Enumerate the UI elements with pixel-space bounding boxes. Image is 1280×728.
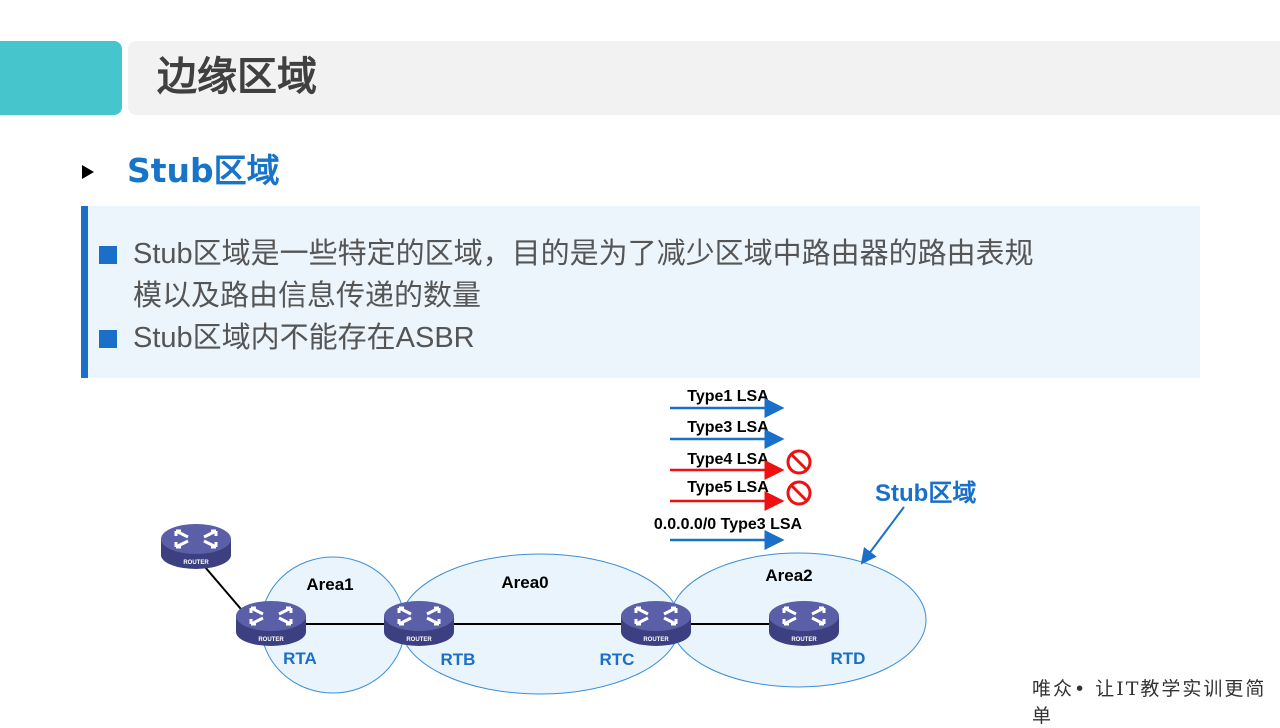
router-icon: ROUTER (384, 601, 454, 646)
blocked-icon (786, 449, 812, 475)
router-icon: ROUTER (161, 524, 231, 569)
stub-area-callout: Stub区域 (875, 480, 976, 507)
router-name: RTA (283, 649, 317, 668)
section-title: Stub区域 (127, 151, 280, 190)
title-bar: 边缘区域 (128, 41, 1280, 115)
lsa-item: Type4 LSA (670, 449, 812, 480)
bullet-triangle-icon (82, 165, 94, 179)
lsa-item: 0.0.0.0/0 Type3 LSA (654, 516, 803, 550)
router-icon: ROUTER (621, 601, 691, 646)
lsa-label: Type4 LSA (687, 451, 769, 468)
bullet-box: Stub区域是一些特定的区域，目的是为了减少区域中路由器的路由表规 模以及路由信… (81, 206, 1200, 378)
bullet-square-icon (99, 246, 117, 264)
bullet-text: Stub区域是一些特定的区域，目的是为了减少区域中路由器的路由表规 (133, 238, 1034, 270)
title-accent-block (0, 41, 122, 115)
page-title: 边缘区域 (157, 54, 317, 100)
router-icon-label: ROUTER (406, 637, 432, 643)
lsa-item: Type3 LSA (670, 419, 785, 449)
callout-arrow (860, 506, 905, 565)
router-name: RTC (600, 650, 635, 669)
area-label: Area0 (501, 573, 548, 592)
router-icon-label: ROUTER (183, 560, 209, 566)
lsa-label: Type5 LSA (687, 479, 769, 496)
router-name: RTD (831, 649, 866, 668)
lsa-item: Type1 LSA (670, 388, 785, 418)
blocked-icon (786, 480, 812, 506)
lsa-label: Type1 LSA (687, 388, 769, 405)
lsa-label: 0.0.0.0/0 Type3 LSA (654, 516, 803, 533)
router-icon: ROUTER (236, 601, 306, 646)
lsa-label: Type3 LSA (687, 419, 769, 436)
lsa-item: Type5 LSA (670, 479, 812, 511)
area-label: Area2 (765, 566, 812, 585)
bullet-item: Stub区域是一些特定的区域，目的是为了减少区域中路由器的路由表规 模以及路由信… (99, 233, 1034, 317)
router-icon-label: ROUTER (258, 637, 284, 643)
bullet-text-continued: 模以及路由信息传递的数量 (133, 280, 482, 312)
router-icon-label: ROUTER (791, 637, 817, 643)
router-name: RTB (441, 650, 476, 669)
router-icon: ROUTER (769, 601, 839, 646)
bullet-item: Stub区域内不能存在ASBR (99, 317, 475, 359)
bullet-text: Stub区域内不能存在ASBR (133, 322, 475, 354)
bullet-square-icon (99, 330, 117, 348)
area-label: Area1 (306, 575, 353, 594)
router-icon-label: ROUTER (643, 637, 669, 643)
